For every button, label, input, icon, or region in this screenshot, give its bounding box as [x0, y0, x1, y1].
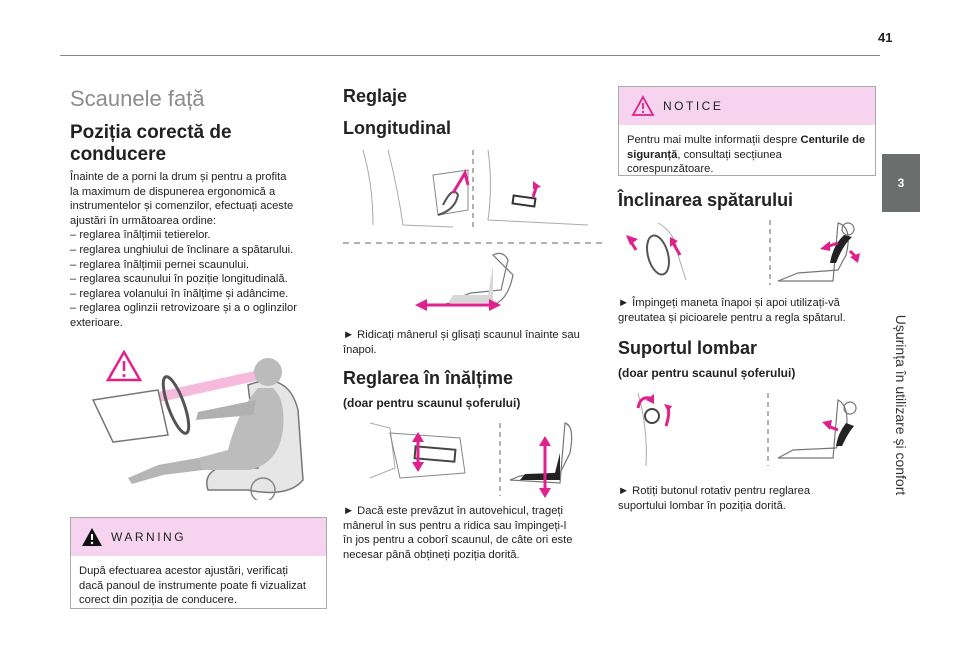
notice-link-seatbelts[interactable]: Centurile de siguranță — [627, 134, 866, 161]
driving-position-illustration — [88, 350, 318, 500]
intro-line: Înainte de a porni la drum și pentru a p… — [70, 171, 287, 183]
intro-line: ajustări în următoarea ordine: — [70, 214, 217, 227]
chapter-tab[interactable]: 3 — [882, 154, 920, 212]
heading-driving-position: Poziția corectă de conducere — [70, 122, 232, 165]
notice-text: Pentru mai multe informații despre Centu… — [619, 125, 875, 185]
notice-header: NOTICE — [619, 87, 875, 125]
intro-line: – reglarea înălțimii tetierelor. — [70, 229, 211, 242]
warning-triangle-icon — [105, 350, 143, 382]
lumbar-note: (doar pentru scaunul șoferului) — [618, 366, 796, 380]
longitudinal-illustration — [343, 145, 603, 320]
intro-line: instrumentelor și comenzilor, efectuați … — [70, 200, 294, 213]
text-line: necesar până obțineți poziția dorită. — [343, 548, 520, 561]
warning-triangle-icon — [631, 95, 655, 116]
text-line: mânerul în sus pentru a ridica sau împin… — [343, 519, 567, 532]
heading-adjustments: Reglaje — [343, 86, 408, 106]
text-line: în jos pentru a coborî scaunul, de câte … — [343, 534, 573, 547]
heading-longitudinal: Longitudinal — [343, 118, 451, 138]
notice-box: NOTICE Pentru mai multe informații despr… — [618, 86, 876, 176]
longitudinal-text: ► Ridicați mânerul și glisați scaunul în… — [343, 328, 603, 357]
height-text: ► Dacă este prevăzut în autovehicul, tra… — [343, 504, 603, 562]
warning-line: După efectuarea acestor ajustări, verifi… — [79, 565, 288, 577]
notice-text-start: Pentru mai multe informații despre — [627, 134, 801, 146]
intro-line: – reglarea oglinzii retrovizoare și a o … — [70, 302, 297, 315]
intro-line: la maximum de dispunerea ergonomică a — [70, 185, 276, 198]
intro-line: – reglarea înălțimii pernei scaunului. — [70, 258, 250, 271]
page-number: 41 — [878, 30, 893, 45]
intro-text: Înainte de a porni la drum și pentru a p… — [70, 170, 330, 331]
chapter-title-text: Ușurința în utilizare și confort — [893, 314, 909, 496]
text-line: ► Rotiți butonul rotativ pentru reglarea — [618, 485, 811, 497]
text-line: greutatea și picioarele pentru a regla s… — [618, 311, 846, 324]
intro-line: – reglarea unghiului de înclinare a spăt… — [70, 243, 294, 256]
heading-height: Reglarea în înălțime — [343, 368, 514, 388]
warning-label: WARNING — [111, 530, 187, 544]
warning-line: corect din poziția de conducere. — [79, 594, 237, 607]
intro-line: – reglarea volanului în înălțime și adân… — [70, 287, 289, 300]
notice-label: NOTICE — [663, 99, 724, 113]
notice-text-end: , consultați secțiunea corespunzătoare. — [627, 148, 782, 176]
backrest-text: ► Împingeți maneta înapoi și apoi utiliz… — [618, 296, 878, 325]
warning-box: WARNING După efectuarea acestor ajustări… — [70, 517, 327, 609]
text-line: suportului lombar în poziția dorită. — [618, 499, 786, 512]
height-illustration — [360, 418, 600, 498]
warning-triangle-icon — [82, 528, 102, 546]
text-line: ► Ridicați mânerul și glisați scaunul în… — [343, 329, 580, 341]
warning-line: dacă panoul de instrumente poate fi vizu… — [79, 579, 307, 592]
intro-line: – reglarea scaunului în poziție longitud… — [70, 273, 288, 286]
lumbar-text: ► Rotiți butonul rotativ pentru reglarea… — [618, 484, 878, 513]
heading-backrest: Înclinarea spătarului — [618, 190, 794, 210]
lumbar-illustration — [618, 388, 878, 468]
warning-header: WARNING — [71, 518, 326, 556]
text-line: ► Dacă este prevăzut în autovehicul, tra… — [343, 505, 564, 517]
backrest-illustration — [618, 215, 878, 287]
heading-lumbar: Suportul lombar — [618, 338, 757, 358]
warning-text: După efectuarea acestor ajustări, verifi… — [71, 556, 326, 616]
height-note: (doar pentru scaunul șoferului) — [343, 396, 521, 410]
intro-line: exterioare. — [70, 316, 123, 329]
header-rule — [60, 55, 880, 56]
chapter-title: Ușurința în utilizare și confort — [882, 220, 920, 590]
text-line: înapoi. — [343, 343, 377, 356]
section-title: Scaunele față — [70, 86, 205, 111]
text-line: ► Împingeți maneta înapoi și apoi utiliz… — [618, 297, 840, 309]
